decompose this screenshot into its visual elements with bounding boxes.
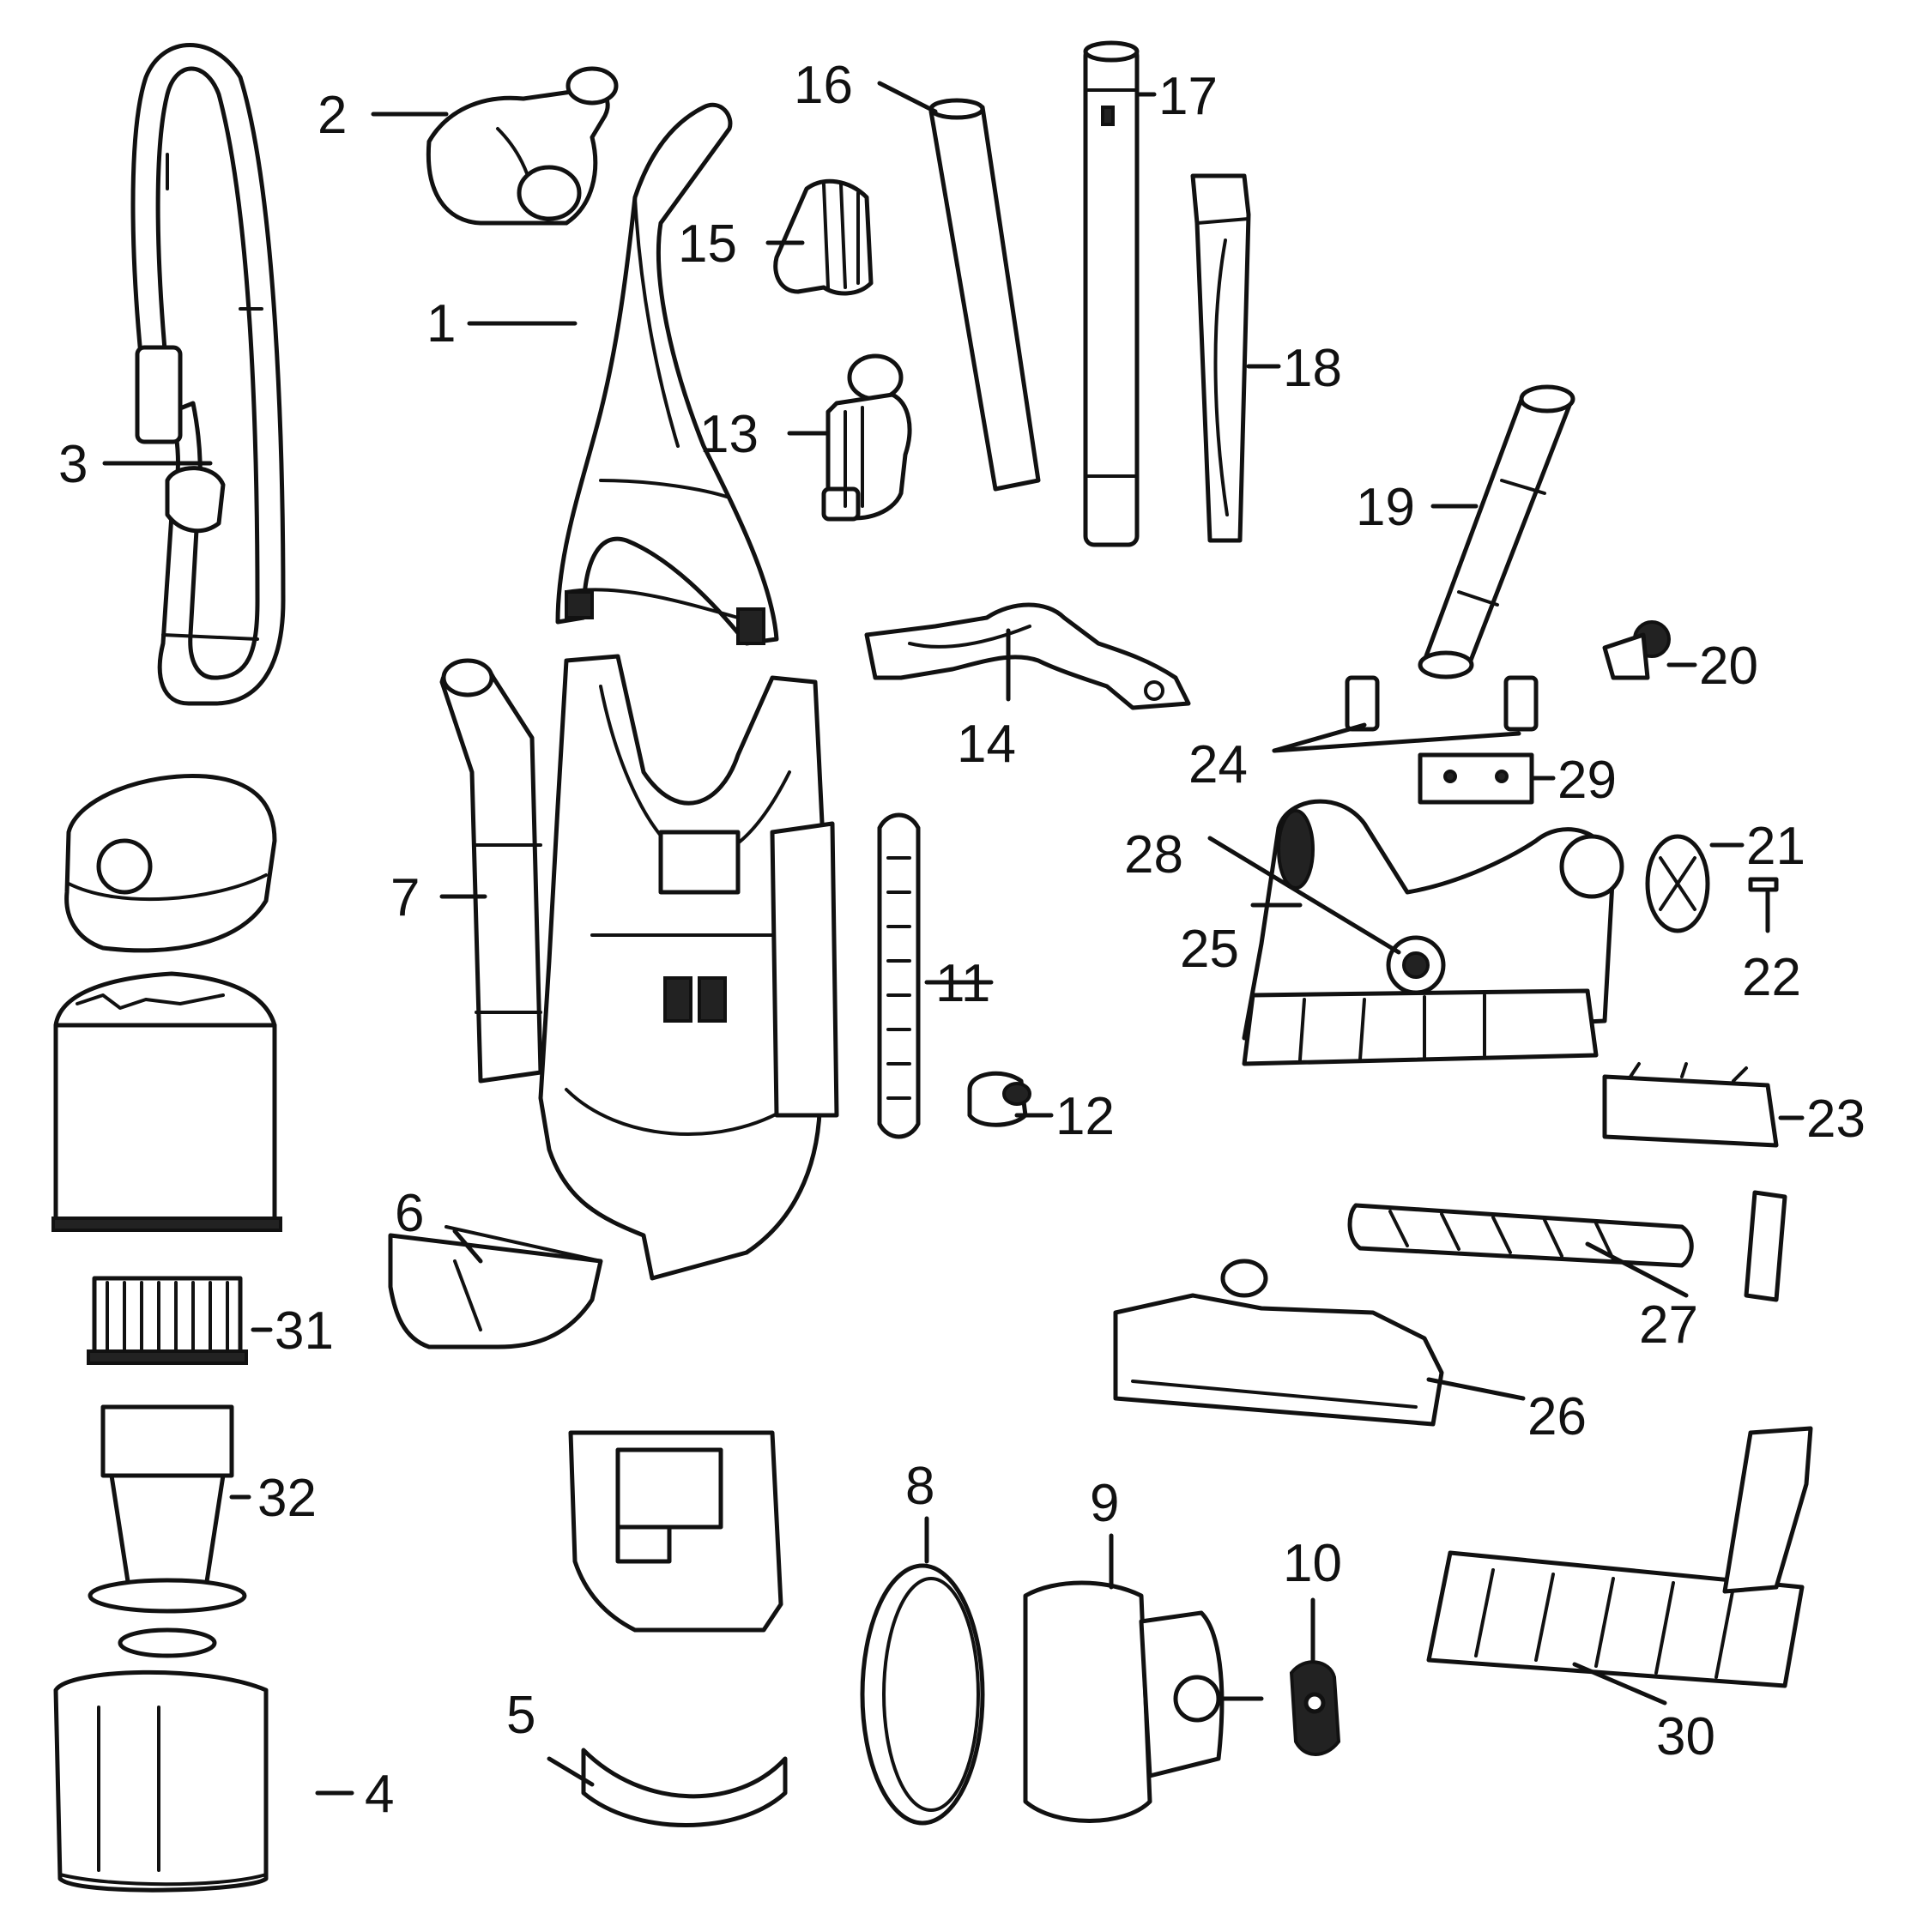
part-23-agitator-frame	[1602, 1062, 1779, 1148]
seal-ring	[118, 1627, 217, 1658]
part-6-tray	[388, 1225, 603, 1349]
callout-20: 20	[1699, 637, 1758, 696]
part-14-bracket	[864, 602, 1191, 710]
belt-guard	[1744, 1190, 1787, 1302]
callout-6: 6	[395, 1184, 424, 1243]
callout-1: 1	[426, 294, 456, 353]
part-17-wand	[1083, 40, 1140, 547]
part-24-latches	[1345, 675, 1539, 732]
callout-30: 30	[1656, 1707, 1715, 1766]
part-12-wheel	[967, 1071, 1031, 1127]
part-20-clip	[1602, 620, 1671, 680]
part-16-tube	[928, 98, 1041, 492]
part-13-tool	[821, 353, 912, 522]
callout-23: 23	[1806, 1090, 1866, 1149]
part-19-lower-tube	[1418, 384, 1575, 679]
cyclone-separator	[51, 971, 282, 1232]
part-3-hose	[130, 43, 286, 706]
part-21-rear-wheel	[1645, 834, 1710, 933]
part-11-filter-screen	[877, 812, 921, 1139]
main-body-housing	[538, 654, 839, 1281]
callout-15: 15	[678, 214, 737, 274]
callout-5: 5	[506, 1686, 535, 1745]
part-2-turbo-brush	[426, 66, 619, 226]
part-1-handle	[555, 103, 779, 646]
part-10-impeller	[1289, 1660, 1341, 1756]
callout-32: 32	[257, 1469, 317, 1528]
part-26-base-cover	[1113, 1259, 1444, 1427]
callout-24: 24	[1188, 735, 1248, 794]
part-7-duct	[439, 658, 543, 1084]
callout-27: 27	[1639, 1295, 1698, 1355]
callout-31: 31	[275, 1301, 334, 1361]
callout-7: 7	[390, 868, 420, 927]
leader-lines	[102, 81, 1805, 1796]
part-29-plate	[1418, 752, 1534, 805]
callout-10: 10	[1283, 1534, 1342, 1593]
callout-12: 12	[1055, 1087, 1115, 1146]
part-31-filter	[87, 1276, 248, 1365]
part-32-cone	[88, 1404, 247, 1614]
callout-17: 17	[1158, 67, 1218, 126]
callout-8: 8	[905, 1457, 934, 1516]
part-18-crevice-tool	[1190, 173, 1251, 543]
callout-13: 13	[699, 405, 759, 464]
motor-housing	[568, 1430, 783, 1633]
callout-25: 25	[1180, 920, 1239, 979]
part-30-base-plate	[1426, 1426, 1813, 1688]
part-9-motor	[1023, 1580, 1264, 1823]
callout-22: 22	[1742, 948, 1801, 1007]
callout-3: 3	[58, 435, 88, 494]
callout-11: 11	[935, 954, 990, 1013]
callout-29: 29	[1557, 751, 1617, 810]
callout-28: 28	[1124, 825, 1183, 884]
callout-9: 9	[1090, 1474, 1119, 1533]
callout-14: 14	[957, 715, 1016, 774]
dirt-cup-top	[64, 773, 277, 953]
callout-4: 4	[365, 1765, 394, 1824]
part-22-axle-pin	[1748, 877, 1779, 892]
callout-26: 26	[1527, 1387, 1587, 1446]
part-4-dirt-cup	[53, 1669, 269, 1893]
base-nozzle-housing	[1242, 799, 1624, 1066]
callout-numbers: 1 2 3 4 5 6 7 8 9 10 11 12 13 14 15 16 1…	[58, 56, 1866, 1824]
callout-21: 21	[1746, 817, 1805, 876]
part-8-gasket-ring	[860, 1563, 985, 1826]
part-5-bumper	[581, 1748, 788, 1827]
callout-16: 16	[794, 56, 853, 115]
callout-18: 18	[1283, 339, 1342, 398]
callout-19: 19	[1356, 478, 1415, 537]
callout-2: 2	[317, 86, 347, 145]
part-15-nozzle	[773, 178, 874, 296]
part-27-brush-roll	[1347, 1203, 1694, 1268]
